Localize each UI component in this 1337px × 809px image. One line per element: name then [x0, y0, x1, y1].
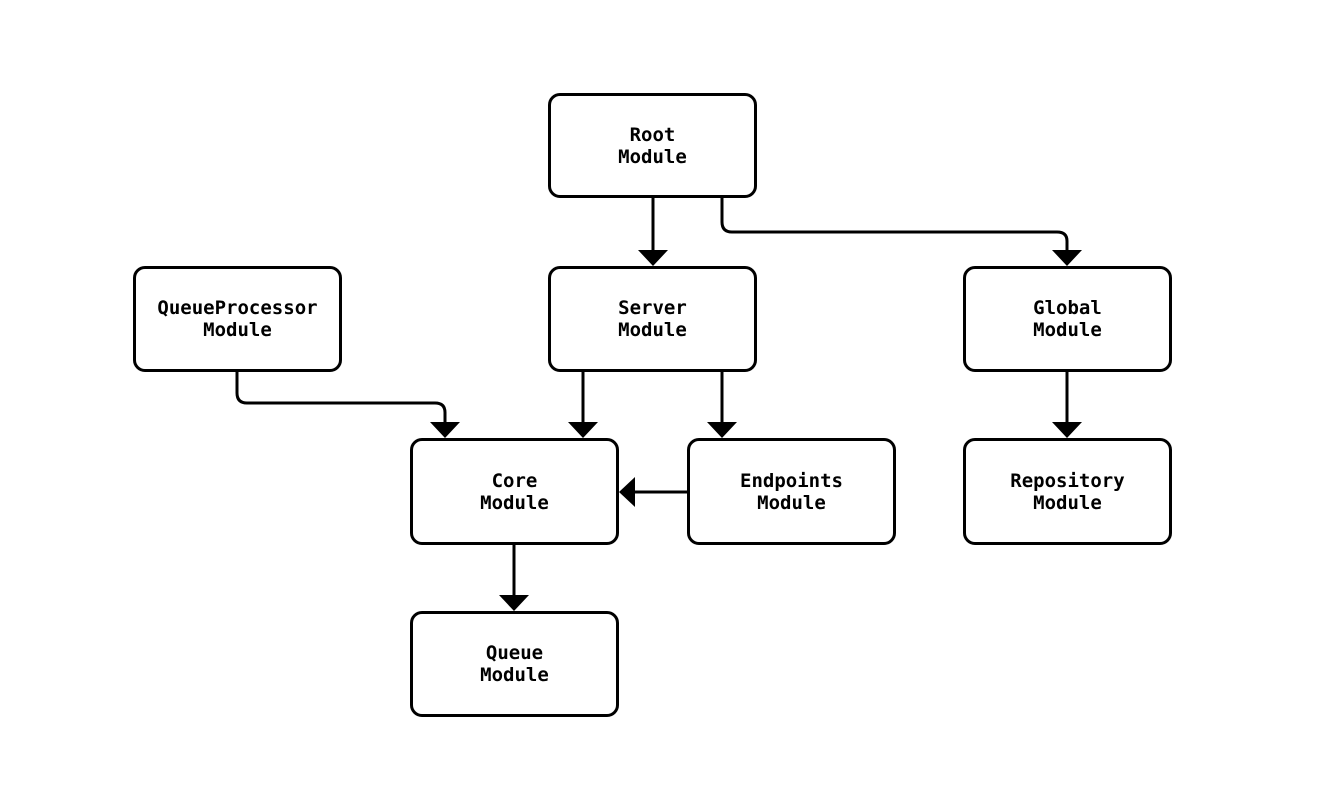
- node-global-module-label-line1: Global: [1033, 297, 1102, 319]
- node-server-module-label-line1: Server: [618, 297, 687, 319]
- arrowhead-root-to-global: [1052, 250, 1082, 266]
- node-repository-module-label-line2: Module: [1033, 491, 1102, 514]
- arrowhead-server-to-endpoints: [707, 422, 737, 438]
- edge-root-to-global: [720, 198, 1069, 250]
- node-repository-module: Repository Module: [963, 438, 1172, 545]
- node-root-module-label-line2: Module: [618, 145, 687, 168]
- node-server-module: Server Module: [548, 266, 757, 372]
- arrowhead-server-to-core: [568, 422, 598, 438]
- node-queueprocessor-module-label-line2: Module: [203, 319, 272, 341]
- node-root-module-label-line1: Root: [629, 123, 676, 146]
- node-queue-module: Queue Module: [410, 611, 619, 717]
- node-endpoints-module-label-line2: Module: [757, 491, 826, 514]
- node-endpoints-module-label-line1: Endpoints: [740, 469, 843, 492]
- node-global-module: Global Module: [963, 266, 1172, 372]
- node-queueprocessor-module-label-line1: QueueProcessor: [157, 297, 318, 319]
- arrowhead-endpoints-to-core: [619, 477, 635, 507]
- arrowhead-root-to-server: [638, 250, 668, 266]
- edge-queueprocessor-to-core: [235, 372, 447, 422]
- node-endpoints-module: Endpoints Module: [687, 438, 896, 545]
- node-global-module-label-line2: Module: [1033, 319, 1102, 341]
- node-queueprocessor-module: QueueProcessor Module: [133, 266, 342, 372]
- node-core-module-label-line1: Core: [491, 469, 538, 492]
- node-repository-module-label-line1: Repository: [1010, 469, 1125, 492]
- node-server-module-label-line2: Module: [618, 319, 687, 341]
- node-queue-module-label-line1: Queue: [485, 642, 544, 664]
- arrowhead-core-to-queue: [499, 595, 529, 611]
- arrowhead-queueprocessor-to-core: [430, 422, 460, 438]
- node-core-module: Core Module: [410, 438, 619, 545]
- arrowhead-global-to-repository: [1052, 422, 1082, 438]
- node-queue-module-label-line2: Module: [480, 664, 549, 686]
- node-core-module-label-line2: Module: [480, 491, 549, 514]
- node-root-module: Root Module: [548, 93, 757, 198]
